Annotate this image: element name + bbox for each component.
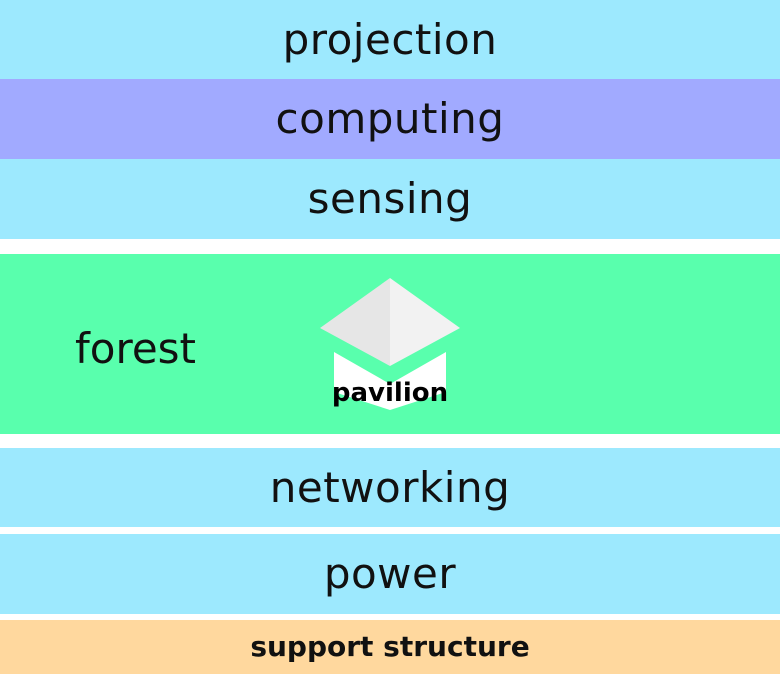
- pavilion-body: [334, 352, 446, 410]
- layer-label-support-structure: support structure: [250, 630, 530, 663]
- layer-label-power: power: [323, 549, 457, 598]
- house-icon: [320, 278, 460, 410]
- layer-sensing: sensing: [0, 159, 780, 239]
- layer-label-networking: networking: [269, 462, 511, 512]
- layer-networking: networking: [0, 448, 780, 527]
- pavilion-roof-left: [320, 278, 390, 366]
- pavilion-roof-right: [390, 278, 460, 366]
- layer-power: power: [0, 534, 780, 614]
- layer-label-forest: forest: [75, 324, 197, 373]
- pavilion-label: pavilion: [331, 378, 449, 408]
- layer-label-projection: projection: [282, 14, 498, 64]
- layer-support-structure: support structure: [0, 620, 780, 674]
- layer-forest: forest pavilion: [0, 254, 780, 434]
- layer-computing: computing: [0, 79, 780, 159]
- layer-label-computing: computing: [275, 94, 505, 143]
- layer-projection: projection: [0, 0, 780, 79]
- layer-label-sensing: sensing: [307, 174, 473, 223]
